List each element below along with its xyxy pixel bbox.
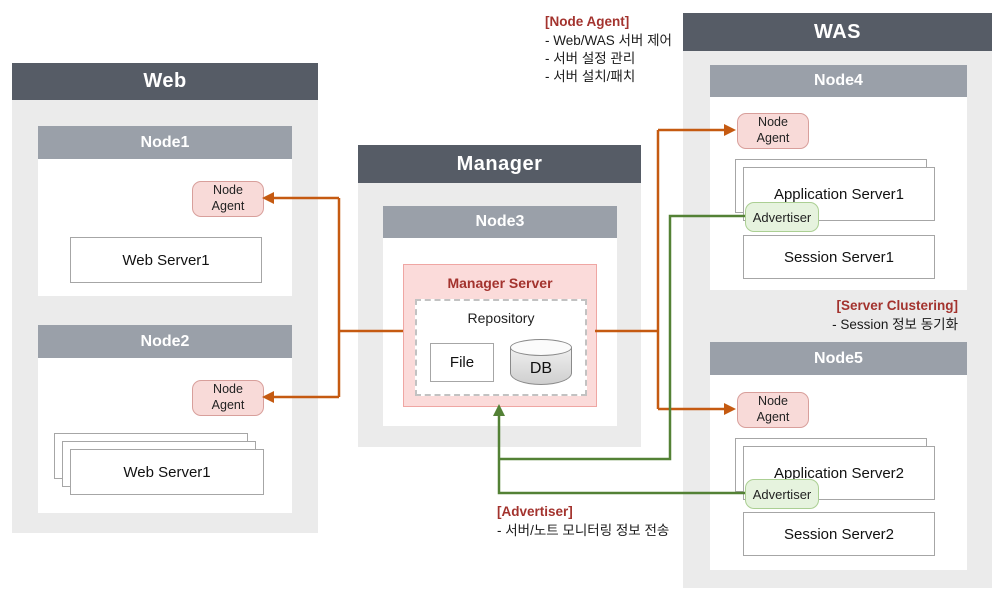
db-cylinder-top (510, 339, 572, 356)
node5-advertiser-badge: Advertiser (745, 479, 819, 509)
note-node-agent-title: [Node Agent] (545, 14, 630, 29)
node1-web-server-box: Web Server1 (70, 237, 262, 283)
manager-server-title: Manager Server (447, 275, 553, 291)
node4-advertiser-label: Advertiser (752, 209, 812, 225)
node2-node-agent-label: Node Agent (211, 382, 245, 412)
note-advertiser: [Advertiser] - 서버/노트 모니터링 정보 전송 (497, 503, 717, 540)
node1-title: Node1 (140, 133, 190, 151)
node1-web-server-label: Web Server1 (122, 251, 210, 269)
node2-node-agent-badge: Node Agent (192, 380, 264, 416)
node5-node-agent-badge: Node Agent (737, 392, 809, 428)
node5-header: Node5 (710, 342, 967, 375)
node1-header: Node1 (38, 126, 292, 159)
web-title: Web (143, 70, 187, 92)
file-label: File (449, 354, 475, 371)
node2-header: Node2 (38, 325, 292, 358)
node5-node-agent-label: Node Agent (756, 394, 790, 424)
node4-advertiser-badge: Advertiser (745, 202, 819, 232)
node4-header: Node4 (710, 65, 967, 97)
was-container-header: WAS (683, 13, 992, 51)
note-node-agent: [Node Agent] - Web/WAS 서버 제어 - 서버 설정 관리 … (545, 13, 705, 86)
node4-node-agent-badge: Node Agent (737, 113, 809, 149)
node5-title: Node5 (814, 349, 863, 367)
manager-title: Manager (456, 152, 543, 175)
node5-session-server-label: Session Server2 (783, 525, 895, 543)
repository-title: Repository (467, 310, 535, 326)
node3-title: Node3 (475, 213, 525, 230)
node4-app-server-label: Application Server1 (773, 185, 905, 203)
node4-title: Node4 (814, 72, 863, 89)
web-container-header: Web (12, 63, 318, 100)
note-server-clustering-line1: - Session 정보 동기화 (832, 317, 958, 332)
note-node-agent-line2: - 서버 설정 관리 (545, 51, 636, 66)
note-advertiser-line1: - 서버/노트 모니터링 정보 전송 (497, 523, 670, 538)
was-title: WAS (813, 20, 862, 43)
node2-web-server-label: Web Server1 (123, 463, 211, 481)
node4-app-server-box: Application Server1 (743, 167, 935, 221)
db-cylinder: DB (510, 339, 572, 385)
node5-advertiser-label: Advertiser (752, 486, 812, 502)
note-server-clustering: [Server Clustering] - Session 정보 동기화 (758, 297, 958, 334)
note-node-agent-line1: - Web/WAS 서버 제어 (545, 33, 672, 48)
node4-node-agent-label: Node Agent (756, 115, 790, 145)
node5-session-server-box: Session Server2 (743, 512, 935, 556)
node2-web-server-box: Web Server1 (70, 449, 264, 495)
note-server-clustering-title: [Server Clustering] (836, 298, 958, 313)
note-node-agent-line3: - 서버 설치/패치 (545, 69, 636, 84)
db-label: DB (529, 360, 553, 377)
node4-session-server-box: Session Server1 (743, 235, 935, 279)
node5-app-server-label: Application Server2 (773, 464, 905, 482)
node4-session-server-label: Session Server1 (783, 248, 895, 266)
file-box: File (430, 343, 494, 382)
node3-header: Node3 (383, 206, 617, 238)
node1-node-agent-label: Node Agent (211, 183, 245, 213)
node1-node-agent-badge: Node Agent (192, 181, 264, 217)
note-advertiser-title: [Advertiser] (497, 504, 573, 519)
node2-title: Node2 (140, 332, 190, 350)
manager-container-header: Manager (358, 145, 641, 183)
